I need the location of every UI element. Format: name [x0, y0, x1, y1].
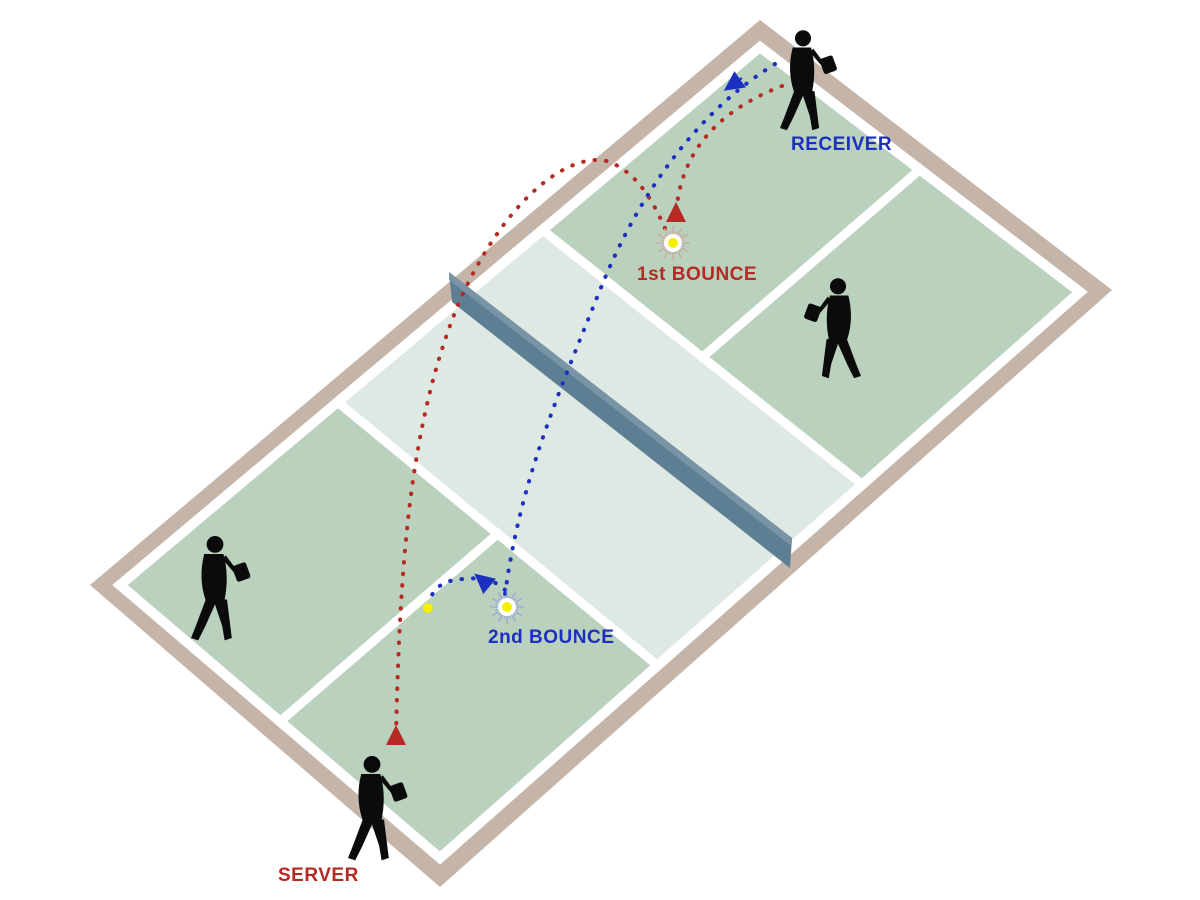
first-bounce-burst — [656, 226, 690, 260]
ball-icon — [668, 238, 678, 248]
second-bounce-arrow-icon — [474, 573, 497, 595]
far-right-service-court — [702, 169, 1080, 485]
return-arrow-icon — [723, 71, 746, 91]
paddle-icon — [819, 55, 837, 75]
kitchen — [337, 229, 863, 666]
return-path — [503, 62, 777, 597]
bounce-to-receiver-path — [674, 84, 784, 217]
paddle-icon — [232, 562, 251, 582]
server-player — [348, 756, 408, 861]
net-top — [449, 272, 792, 545]
receiver-player — [780, 30, 837, 131]
court-boundary — [112, 40, 1088, 865]
player-torso — [201, 554, 227, 600]
second-bounce-burst — [490, 590, 524, 624]
paddle-icon — [804, 303, 822, 323]
first-bounce-label: 1st BOUNCE — [637, 264, 758, 285]
player-legs — [780, 88, 820, 131]
paddle-icon — [389, 782, 408, 802]
player-torso — [826, 295, 851, 340]
far-left-service-court — [542, 47, 920, 358]
player-torso — [358, 774, 384, 820]
player-legs — [821, 336, 861, 379]
player-legs — [191, 597, 232, 641]
ball-paths — [386, 62, 784, 745]
player-head — [363, 756, 381, 773]
post-bounce-path — [428, 576, 507, 602]
receiver-label: RECEIVER — [791, 134, 893, 155]
ball-icon — [423, 603, 433, 613]
far-center-line — [696, 163, 927, 364]
player-head — [829, 278, 847, 295]
player-head — [794, 30, 812, 47]
player-torso — [790, 47, 815, 92]
near-left-service-court — [120, 402, 498, 722]
court — [90, 20, 1112, 887]
player-legs — [348, 817, 389, 861]
near-center-line — [273, 527, 504, 728]
second-bounce-label: 2nd BOUNCE — [488, 627, 615, 648]
players — [191, 30, 861, 861]
server-label: SERVER — [278, 865, 359, 886]
ball-icon — [502, 602, 512, 612]
near-partner-player — [191, 536, 251, 641]
far-partner-player — [804, 278, 861, 379]
player-head — [206, 536, 224, 553]
serve-path — [394, 157, 670, 737]
